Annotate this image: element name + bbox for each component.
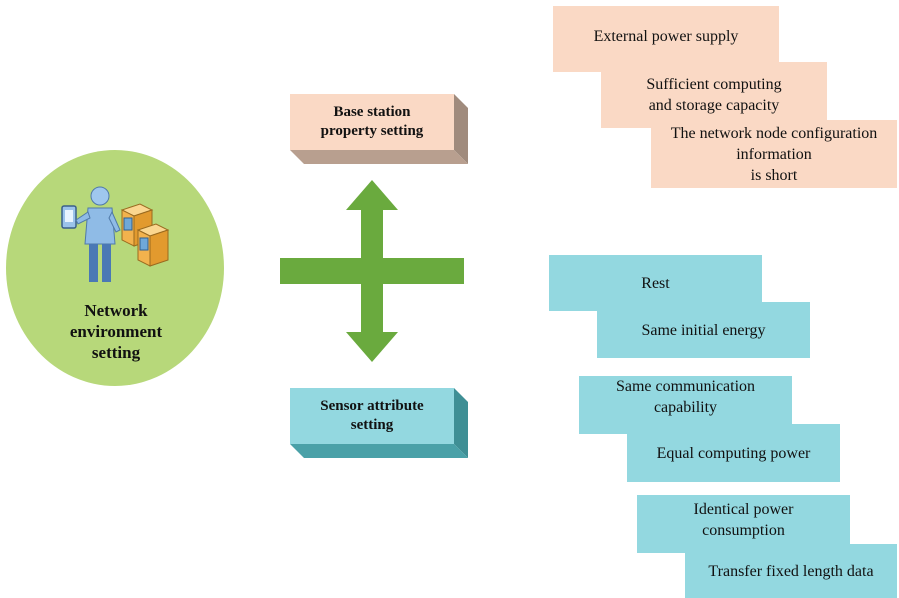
attribute-box-rest: Rest bbox=[549, 255, 762, 311]
attribute-box-same-initial-energy: Same initial energy bbox=[597, 302, 810, 358]
property-box-external-power: External power supply bbox=[553, 6, 779, 72]
attribute-box-identical-power: Identical power consumption bbox=[637, 495, 850, 553]
network-environment-circle bbox=[6, 150, 224, 386]
property-box-computing-storage: Sufficient computing and storage capacit… bbox=[601, 62, 827, 128]
four-way-arrow-icon bbox=[280, 180, 464, 362]
person-with-servers-icon bbox=[60, 186, 170, 288]
base-station-label: Base station property setting bbox=[320, 104, 424, 139]
property-box-node-configuration: The network node configuration informati… bbox=[651, 120, 897, 188]
sensor-attribute-label: Sensor attribute setting bbox=[320, 398, 424, 433]
attribute-box-equal-computing: Equal computing power bbox=[627, 424, 840, 482]
attribute-box-fixed-length-data: Transfer fixed length data bbox=[685, 544, 897, 598]
sensor-attribute-box: Sensor attribute setting bbox=[290, 388, 480, 458]
base-station-property-box: Base station property setting bbox=[290, 94, 480, 164]
network-environment-label: Network environment setting bbox=[69, 301, 163, 362]
